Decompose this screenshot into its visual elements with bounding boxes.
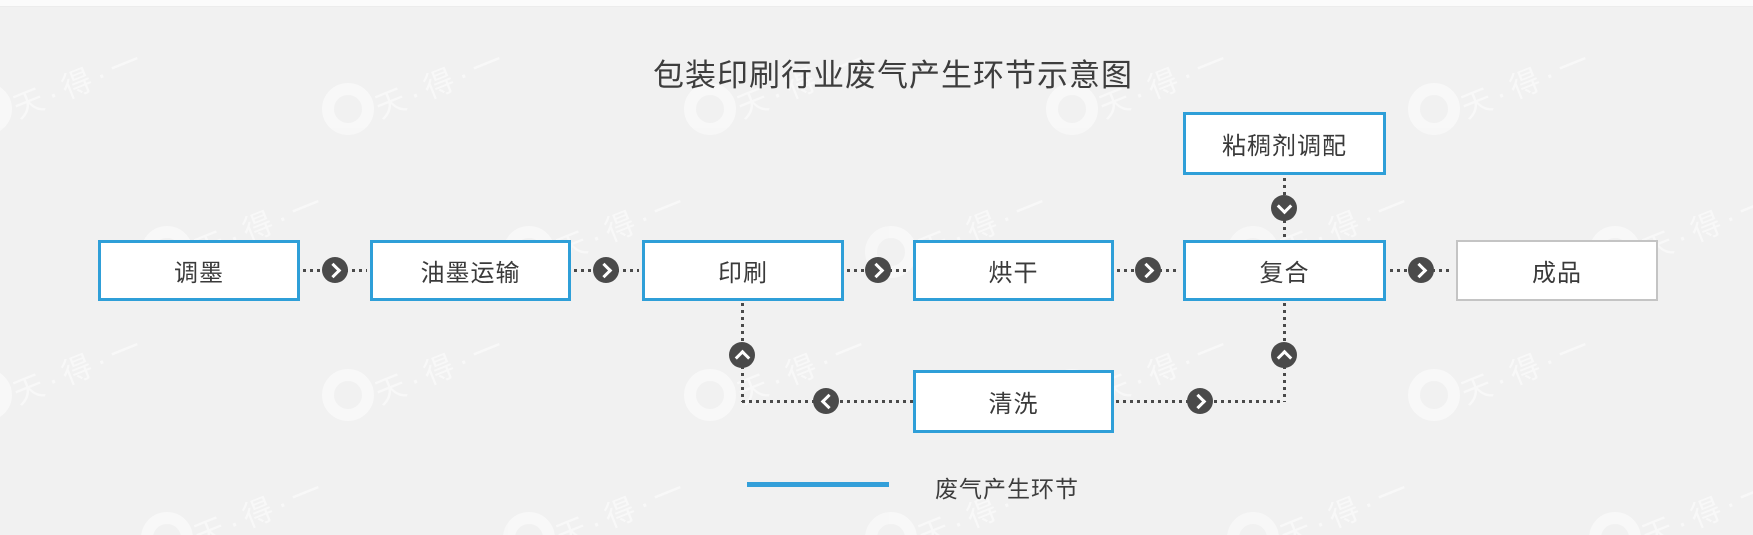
watermark: 天·得·一 bbox=[0, 42, 300, 175]
diagram-title: 包装印刷行业废气产生环节示意图 bbox=[653, 58, 1133, 93]
flow-node-finished-product: 成品 bbox=[1456, 240, 1658, 301]
arrow-up-icon bbox=[729, 342, 755, 368]
node-label: 印刷 bbox=[718, 260, 768, 287]
watermark: 天·得·一 bbox=[1227, 471, 1567, 535]
watermark-logo-icon bbox=[865, 512, 917, 535]
flow-node-thickener-mixing: 粘稠剂调配 bbox=[1183, 112, 1386, 175]
watermark: 天·得·一 bbox=[322, 328, 662, 461]
watermark-text: 天·得·一 bbox=[1456, 328, 1600, 412]
watermark-logo-icon bbox=[322, 369, 374, 421]
flow-node-laminating: 复合 bbox=[1183, 240, 1386, 301]
watermark-logo-icon bbox=[0, 369, 12, 421]
legend-waste-gas-line bbox=[747, 482, 889, 487]
chevron-right-icon bbox=[596, 262, 612, 278]
node-label: 油墨运输 bbox=[420, 260, 521, 287]
chevron-right-icon bbox=[868, 262, 884, 278]
watermark: 天·得·一 bbox=[322, 42, 662, 175]
flow-node-ink-transport: 油墨运输 bbox=[370, 240, 571, 301]
watermark-logo-icon bbox=[0, 83, 12, 135]
watermark-logo-icon bbox=[322, 83, 374, 135]
watermark-text: 天·得·一 bbox=[8, 42, 152, 126]
chevron-right-icon bbox=[1190, 393, 1206, 409]
node-label: 调墨 bbox=[174, 260, 224, 287]
watermark-text: 天·得·一 bbox=[189, 471, 333, 535]
chevron-left-icon bbox=[820, 393, 836, 409]
arrow-right-icon bbox=[1135, 257, 1161, 283]
watermark-logo-icon bbox=[1227, 512, 1279, 535]
arrow-up-icon bbox=[1271, 342, 1297, 368]
watermark-text: 天·得·一 bbox=[551, 471, 695, 535]
flow-node-ink-mixing: 调墨 bbox=[98, 240, 300, 301]
arrow-right-icon bbox=[1408, 257, 1434, 283]
node-label: 烘干 bbox=[988, 260, 1039, 287]
watermark-logo-icon bbox=[1408, 369, 1460, 421]
watermark-logo-icon bbox=[1408, 83, 1460, 135]
top-strip bbox=[0, 0, 1753, 7]
arrow-left-icon bbox=[813, 388, 839, 414]
arrow-down-icon bbox=[1271, 195, 1297, 221]
watermark-text: 天·得·一 bbox=[1275, 471, 1419, 535]
flow-node-printing: 印刷 bbox=[642, 240, 844, 301]
watermark-logo-icon bbox=[1589, 512, 1641, 535]
chevron-up-icon bbox=[1276, 349, 1292, 365]
watermark: 天·得·一 bbox=[1589, 471, 1753, 535]
watermark: 天·得·一 bbox=[503, 471, 843, 535]
chevron-down-icon bbox=[1276, 198, 1292, 214]
watermark: 天·得·一 bbox=[1408, 328, 1748, 461]
flow-node-drying: 烘干 bbox=[913, 240, 1114, 301]
flow-node-cleaning: 清洗 bbox=[913, 370, 1114, 433]
chevron-right-icon bbox=[1138, 262, 1154, 278]
watermark-text: 天·得·一 bbox=[8, 328, 152, 412]
watermark-text: 天·得·一 bbox=[732, 328, 876, 412]
node-label: 粘稠剂调配 bbox=[1222, 133, 1347, 160]
legend-waste-gas-label: 废气产生环节 bbox=[935, 476, 1079, 502]
arrow-right-icon bbox=[1187, 388, 1213, 414]
watermark-text: 天·得·一 bbox=[370, 328, 514, 412]
arrow-right-icon bbox=[593, 257, 619, 283]
node-label: 成品 bbox=[1532, 260, 1582, 287]
watermark-text: 天·得·一 bbox=[1637, 471, 1753, 535]
node-label: 复合 bbox=[1259, 260, 1310, 287]
chevron-right-icon bbox=[1411, 262, 1427, 278]
watermark-logo-icon bbox=[141, 512, 193, 535]
chevron-right-icon bbox=[325, 262, 341, 278]
arrow-right-icon bbox=[322, 257, 348, 283]
watermark-text: 天·得·一 bbox=[1456, 42, 1600, 126]
chevron-up-icon bbox=[734, 349, 750, 365]
arrow-right-icon bbox=[865, 257, 891, 283]
watermark: 天·得·一 bbox=[141, 471, 481, 535]
watermark-logo-icon bbox=[684, 369, 736, 421]
watermark: 天·得·一 bbox=[1408, 42, 1748, 175]
node-label: 清洗 bbox=[988, 391, 1039, 418]
watermark-text: 天·得·一 bbox=[370, 42, 514, 126]
watermark-logo-icon bbox=[503, 512, 555, 535]
watermark: 天·得·一 bbox=[0, 328, 300, 461]
